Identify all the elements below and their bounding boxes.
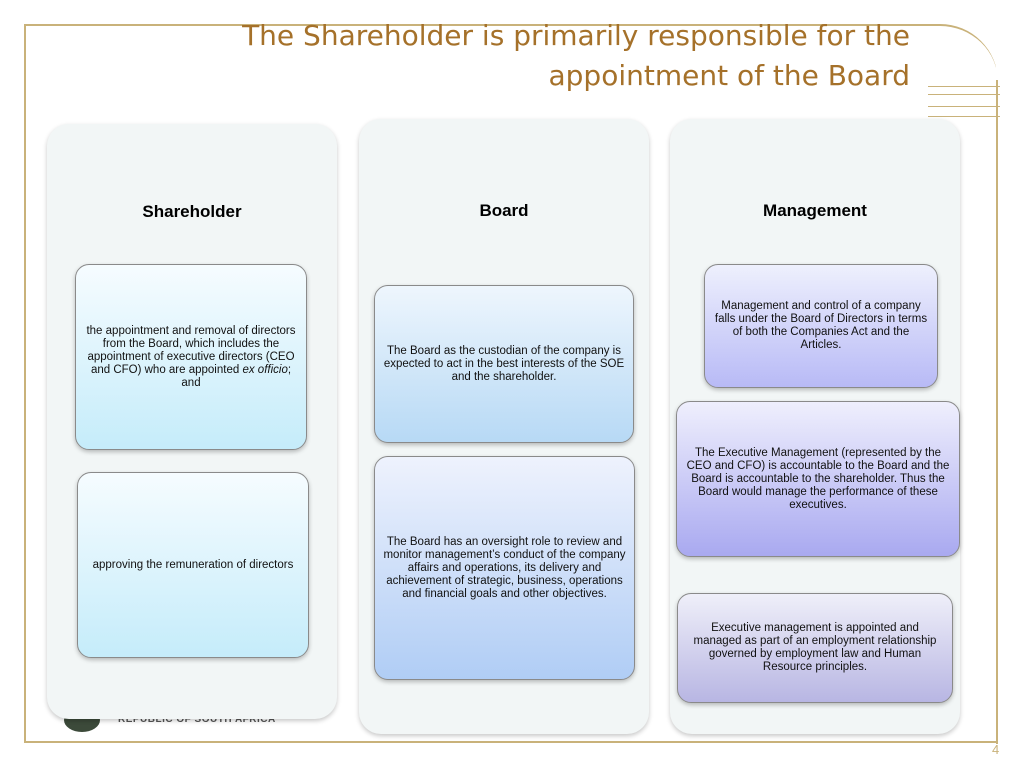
shareholder-box-appointment: the appointment and removal of directors… [75, 264, 307, 450]
slide-frame [24, 24, 998, 743]
shareholder-box-remuneration: approving the remuneration of directors [77, 472, 309, 658]
shareholder-box-appointment-text: the appointment and removal of directors… [86, 324, 296, 389]
board-box-oversight: The Board has an oversight role to revie… [374, 456, 635, 680]
footer-logo-text: REPUBLIC OF SOUTH AFRICA [118, 714, 276, 725]
decorative-lines [928, 86, 1000, 118]
board-heading: Board [479, 201, 529, 220]
page-number: 4 [992, 742, 1000, 757]
slide-title: The Shareholder is primarily responsible… [242, 19, 910, 92]
shareholder-heading: Shareholder [142, 202, 242, 221]
management-box-executive-accountability: The Executive Management (represented by… [676, 401, 960, 557]
frame-cover [996, 0, 1024, 768]
board-box-custodian: The Board as the custodian of the compan… [374, 285, 634, 443]
frame-right-edge [996, 80, 998, 744]
management-box-control: Management and control of a company fall… [704, 264, 938, 388]
management-box-employment: Executive management is appointed and ma… [677, 593, 953, 703]
management-heading: Management [763, 201, 867, 220]
